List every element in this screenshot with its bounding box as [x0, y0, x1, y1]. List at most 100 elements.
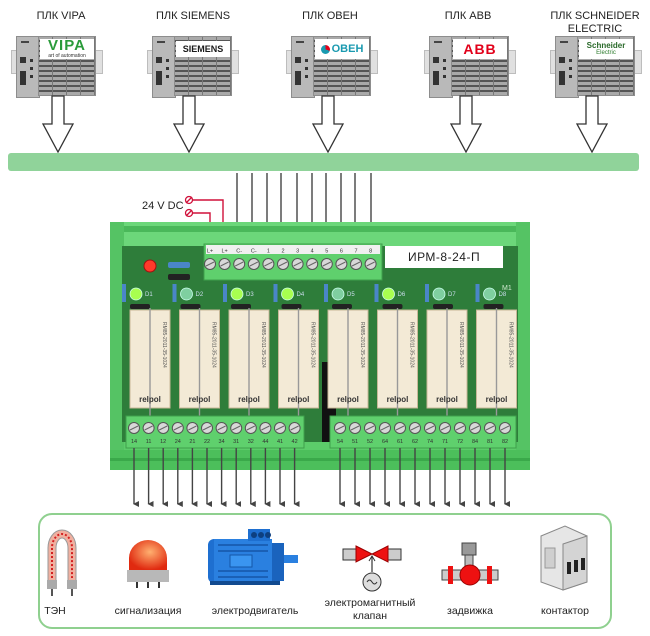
output-terminal: 51: [349, 422, 361, 445]
input-terminal: C-: [247, 249, 260, 270]
svg-text:D6: D6: [398, 292, 406, 298]
input-terminal: L+: [204, 249, 216, 270]
led-d6: D6: [374, 284, 406, 309]
plc-oven: ОВЕН: [286, 36, 378, 98]
output-terminal-label: 54: [337, 439, 343, 445]
output-terminal-label: 11: [146, 439, 152, 445]
input-terminal-label: 6: [340, 249, 343, 255]
output-terminal-label: 82: [502, 439, 508, 445]
relay-part: RM85-2011-35-1024: [508, 322, 514, 368]
input-terminal-label: L+: [221, 249, 227, 255]
led-d2: D2: [172, 284, 204, 309]
device-label-solenoid-valve: электромагнитный клапан: [324, 597, 416, 622]
output-terminal: 84: [469, 422, 481, 445]
input-terminal: 4: [306, 249, 319, 270]
plc-arrows: [41, 95, 609, 154]
schneider-logo: Schneider Electric: [579, 39, 633, 59]
input-terminal: 3: [291, 249, 304, 270]
arrow-siemens: [172, 95, 206, 154]
output-terminal: 61: [394, 422, 406, 445]
output-terminal-label: 34: [219, 439, 225, 445]
led-d4: D4: [273, 284, 305, 309]
relay-part: RM85-2011-35-1024: [260, 322, 266, 368]
output-terminal: 24: [171, 422, 184, 445]
marker-label: M1: [502, 285, 512, 292]
output-terminal: 12: [157, 422, 170, 445]
plc-abb: ABB: [424, 36, 516, 98]
output-terminal-label: 41: [277, 439, 283, 445]
arrow-vipa: [41, 95, 75, 154]
arrow-abb: [449, 95, 483, 154]
led-d3: D3: [223, 284, 254, 309]
oven-logo: ОВЕН: [315, 39, 369, 59]
output-terminal: 32: [244, 422, 257, 445]
relay-part: RM85-2011-35-1024: [310, 322, 316, 368]
input-terminal-label: 5: [325, 249, 328, 255]
contactor-icon: [540, 525, 588, 591]
input-terminal: C-: [233, 249, 246, 270]
svg-text:D1: D1: [145, 292, 153, 298]
output-terminal: 54: [334, 422, 346, 445]
led-d1: D1: [122, 284, 153, 309]
plc-siemens: SIEMENS: [147, 36, 239, 98]
output-terminal-label: 71: [442, 439, 448, 445]
output-terminal-label: 21: [189, 439, 195, 445]
output-terminal: 64: [379, 422, 391, 445]
output-terminal-label: 31: [233, 439, 239, 445]
plc-label-abb: ПЛК ABB: [444, 10, 492, 22]
plc-vipa: VIPA art of automation: [11, 36, 103, 98]
module-model-label: ИРМ-8-24-П: [385, 246, 503, 268]
output-terminal-label: 14: [131, 439, 137, 445]
signal-lamp-icon: [127, 540, 169, 588]
input-terminal-label: 7: [354, 249, 357, 255]
output-terminal: 74: [424, 422, 436, 445]
output-terminal-label: 64: [382, 439, 388, 445]
plc-label-siemens: ПЛК SIEMENS: [155, 10, 231, 22]
led-d7: D7: [425, 284, 456, 309]
svg-text:D4: D4: [297, 292, 305, 298]
output-terminal: 44: [259, 422, 272, 445]
input-terminal: 6: [335, 249, 348, 270]
output-wires: [133, 448, 510, 507]
output-terminal: 82: [499, 422, 511, 445]
input-terminal: L+: [218, 249, 231, 270]
device-label-signal: сигнализация: [114, 605, 182, 617]
plc-label-schneider: ПЛК SCHNEIDER ELECTRIC: [550, 10, 640, 35]
relay-brand: relpol: [337, 395, 359, 404]
relay-part: RM85-2011-35-1024: [161, 322, 167, 368]
device-label-gate-valve: задвижка: [447, 605, 493, 617]
output-terminal: 31: [230, 422, 243, 445]
input-terminal: 1: [262, 249, 275, 270]
output-terminal-label: 81: [487, 439, 493, 445]
output-terminal-label: 84: [472, 439, 478, 445]
relay: relpol RM85-2011-35-1024: [476, 308, 517, 418]
input-terminal-label: 1: [267, 249, 270, 255]
svg-text:D8: D8: [499, 292, 507, 298]
output-terminal: 41: [274, 422, 286, 445]
input-terminal-label: C-: [251, 249, 257, 255]
actuators-frame: [38, 513, 612, 629]
output-terminal-label: 61: [397, 439, 403, 445]
relay-brand: relpol: [486, 395, 508, 404]
led-d8: D8: [475, 284, 507, 309]
power-terminal-2: [184, 208, 194, 218]
output-terminal-label: 52: [367, 439, 373, 445]
output-terminal-label: 22: [204, 439, 210, 445]
plc-schneider: Schneider Electric: [550, 36, 642, 98]
output-terminal: 72: [454, 422, 466, 445]
svg-text:D7: D7: [448, 292, 456, 298]
output-terminal: 11: [142, 422, 155, 445]
relay-part: RM85-2011-35-1024: [211, 322, 217, 368]
relay-brand: relpol: [238, 395, 260, 404]
input-terminal-label: 8: [369, 249, 372, 255]
output-terminal: 81: [484, 422, 496, 445]
output-terminal: 62: [409, 422, 421, 445]
output-terminal-label: 32: [248, 439, 254, 445]
relay-brand: relpol: [189, 395, 211, 404]
vipa-logo: VIPA art of automation: [40, 39, 94, 59]
input-terminal-label: L+: [207, 249, 213, 255]
